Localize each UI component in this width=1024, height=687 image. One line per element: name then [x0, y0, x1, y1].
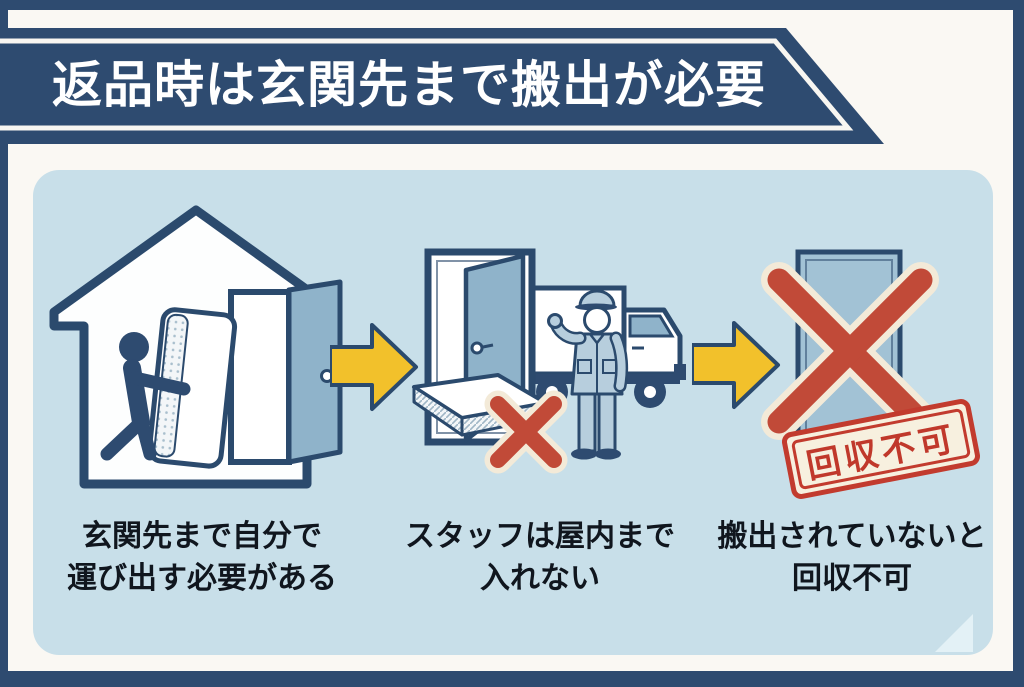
step1-illustration [49, 205, 343, 489]
step1-caption-line2: 運び出す必要がある [67, 562, 337, 595]
step3-caption: 搬出されていないと 回収不可 [696, 516, 1008, 600]
staff-icon [547, 289, 629, 460]
step1-caption: 玄関先まで自分で 運び出す必要がある [36, 516, 368, 600]
step3-caption-line2: 回収不可 [792, 562, 912, 595]
step2-caption-line2: 入れない [480, 562, 600, 595]
cross-icon [761, 262, 939, 440]
step1-caption-line1: 玄関先まで自分で [82, 520, 322, 553]
step2-caption: スタッフは屋内まで 入れない [392, 516, 688, 600]
page-title: 返品時は玄関先まで搬出が必要 [52, 57, 766, 113]
person-icon [100, 332, 191, 461]
cross-icon [484, 390, 568, 474]
arrow-right-icon [330, 323, 418, 411]
step3-illustration [761, 249, 939, 443]
arrow-right-icon [692, 321, 780, 409]
page-curl-decoration [935, 614, 973, 652]
title-ribbon [0, 28, 884, 144]
door-icon [228, 279, 343, 465]
step2-caption-line1: スタッフは屋内まで [405, 520, 675, 553]
step2-illustration [412, 248, 686, 474]
step3-caption-line1: 搬出されていないと [717, 520, 987, 553]
